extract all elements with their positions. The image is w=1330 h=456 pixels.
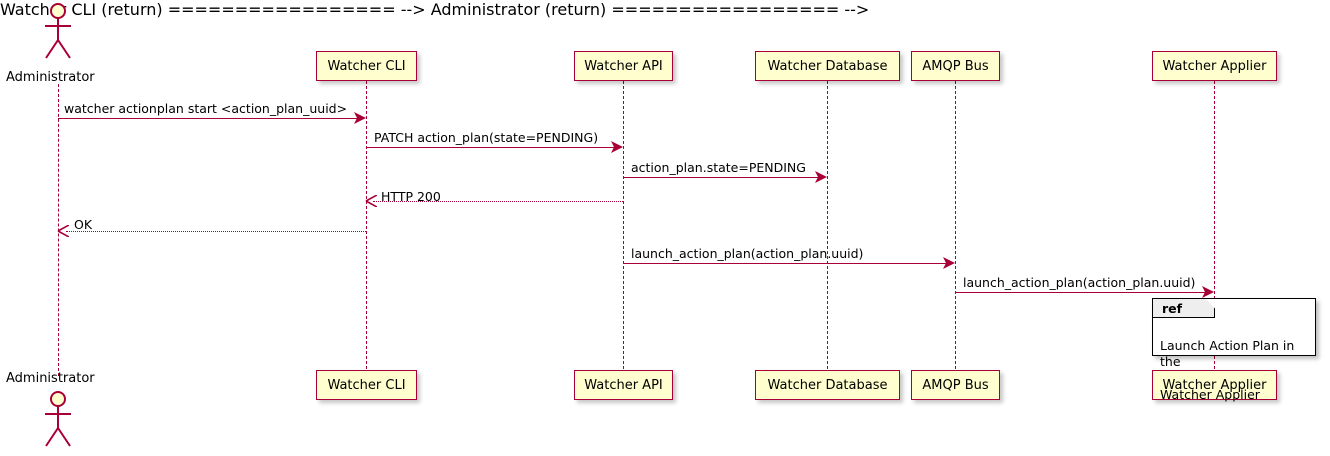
message-line-msg-6: [623, 263, 947, 264]
message-label-msg-4: HTTP 200: [381, 189, 441, 204]
ref-fragment-body-line-2: Watcher Applier: [1160, 387, 1260, 402]
lifeline-watcher-api: [623, 81, 624, 369]
participant-label: Watcher CLI: [327, 58, 406, 74]
participant-watcher-database-top[interactable]: Watcher Database: [755, 51, 900, 81]
participant-watcher-cli-bottom[interactable]: Watcher CLI: [316, 370, 417, 400]
message-arrowhead-msg-4: [365, 195, 377, 207]
lifeline-watcher-cli: [366, 81, 367, 369]
participant-watcher-applier-top[interactable]: Watcher Applier: [1152, 51, 1277, 81]
message-arrowhead-msg-2: [611, 141, 623, 153]
message-label-msg-2: PATCH action_plan(state=PENDING): [374, 130, 599, 145]
message-line-msg-4: [373, 201, 623, 202]
participant-watcher-api-bottom[interactable]: Watcher API: [574, 370, 673, 400]
message-line-msg-1: [58, 118, 358, 119]
participant-label: AMQP Bus: [922, 377, 989, 393]
ref-fragment-tab: ref: [1153, 299, 1215, 318]
message-arrowhead-msg-1: [354, 112, 366, 124]
ref-fragment[interactable]: ref Launch Action Plan in the Watcher Ap…: [1152, 298, 1316, 402]
message-line-msg-7: [955, 292, 1206, 293]
participant-amqp-bus-top[interactable]: AMQP Bus: [911, 51, 1000, 81]
participant-amqp-bus-bottom[interactable]: AMQP Bus: [911, 370, 1000, 400]
message-line-msg-2: [366, 147, 615, 148]
message-arrowhead-msg-5: [57, 225, 69, 237]
participant-label: Watcher Database: [767, 377, 888, 393]
lifeline-watcher-database: [827, 81, 828, 369]
actor-head-icon: [50, 3, 66, 19]
ref-fragment-tab-label: ref: [1162, 300, 1183, 316]
participant-watcher-applier-bottom[interactable]: Watcher Applier: [1152, 370, 1277, 400]
participant-label: Watcher Applier: [1162, 377, 1267, 393]
actor-administrator-bottom: [45, 391, 71, 447]
lifeline-watcher-applier: [1214, 81, 1215, 369]
participant-label: Watcher Database: [767, 58, 888, 74]
participant-watcher-cli-top[interactable]: Watcher CLI: [316, 51, 417, 81]
participant-label: Watcher API: [584, 377, 663, 393]
message-arrowhead-msg-6: [943, 257, 955, 269]
participant-label: Watcher CLI: [327, 377, 406, 393]
message-label-msg-5: OK: [74, 217, 93, 232]
participant-label: Watcher API: [584, 58, 663, 74]
message-label-msg-7: launch_action_plan(action_plan.uuid): [963, 275, 1196, 290]
message-arrowhead-msg-3: [815, 171, 827, 183]
actor-label-administrator-top: Administrator: [6, 70, 95, 85]
participant-label: Watcher Applier: [1162, 58, 1267, 74]
ref-fragment-body: Launch Action Plan in the Watcher Applie…: [1160, 321, 1315, 420]
actor-label-administrator-bottom: Administrator: [6, 371, 95, 386]
message-label-msg-6: launch_action_plan(action_plan.uuid): [631, 246, 864, 261]
message-line-msg-5: [66, 231, 366, 232]
actor-administrator-top: [45, 3, 71, 59]
lifeline-amqp-bus: [955, 81, 956, 369]
message-line-msg-3: [623, 177, 819, 178]
message-label-msg-3: action_plan.state=PENDING: [631, 160, 806, 175]
participant-watcher-api-top[interactable]: Watcher API: [574, 51, 673, 81]
participant-label: AMQP Bus: [922, 58, 989, 74]
participant-watcher-database-bottom[interactable]: Watcher Database: [755, 370, 900, 400]
ref-fragment-body-line-1: Launch Action Plan in the: [1160, 337, 1295, 370]
message-label-msg-1: watcher actionplan start <action_plan_uu…: [64, 101, 348, 116]
actor-head-icon: [50, 391, 66, 407]
message-arrowhead-msg-7: [1202, 286, 1214, 298]
